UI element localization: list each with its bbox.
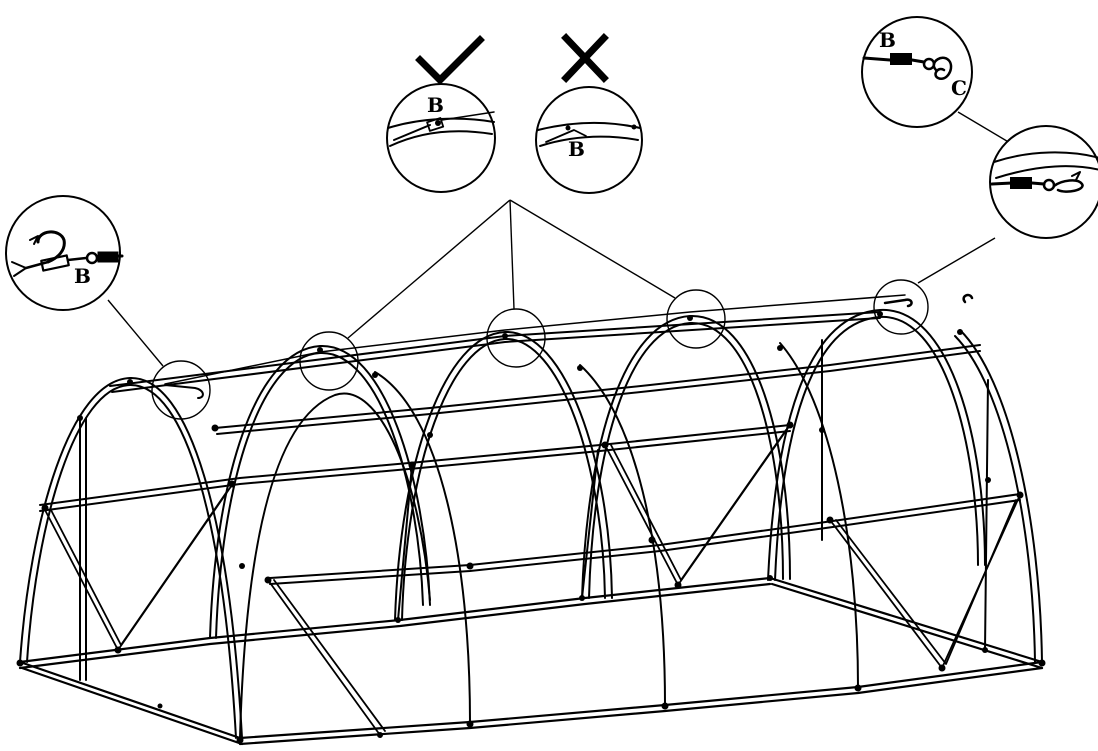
arch-5-near — [779, 342, 859, 688]
tension-cable — [164, 294, 906, 385]
cross-mark-icon — [561, 33, 609, 83]
cable-label-rear: B — [879, 28, 896, 52]
detail-callout-rear-clip: B C — [861, 16, 973, 128]
arch-1-front — [19, 376, 243, 739]
highlight-rings — [151, 279, 929, 420]
purlins — [39, 311, 1021, 585]
base-rail-near — [238, 660, 1044, 740]
ridge-purlin — [109, 311, 881, 387]
upright-posts — [79, 339, 989, 681]
detail-callout-front-anchor: B — [5, 195, 124, 311]
clip-label: C — [951, 76, 967, 100]
cable-label-front: B — [74, 264, 91, 288]
check-mark-icon — [415, 35, 485, 85]
detail-callout-correct: B — [386, 35, 496, 193]
joint-connectors — [16, 311, 1046, 744]
mid-side-purlin-near — [269, 493, 1021, 579]
cable-label-incorrect: B — [568, 137, 585, 161]
arch-6-near — [959, 329, 1043, 663]
highlight-ring-arch-2 — [299, 331, 359, 391]
highlight-ring-rear-anchor — [873, 279, 929, 335]
arch-3-near — [374, 371, 471, 723]
arch-hoops — [19, 308, 1043, 739]
highlight-ring-arch-4 — [666, 289, 726, 349]
arch-2 — [209, 344, 431, 639]
arch-5-rear — [767, 308, 986, 581]
arch-4-near — [579, 364, 666, 706]
highlight-ring-arch-3 — [486, 308, 546, 368]
highlight-ring-front-anchor — [151, 360, 211, 420]
arch-2-front-near — [239, 392, 431, 739]
detail-callout-rear-attachment — [989, 125, 1098, 239]
upper-side-purlin-left — [39, 424, 791, 506]
detail-callout-incorrect: B — [535, 33, 643, 194]
upper-side-purlin-near — [214, 344, 981, 429]
base-rails — [18, 576, 1044, 746]
base-rail-front-end — [18, 660, 242, 740]
loose-clip — [962, 293, 974, 304]
cable-label-correct: B — [427, 93, 444, 117]
greenhouse-frame — [16, 293, 1046, 746]
diagonal-braces — [44, 424, 1021, 736]
clip-c-icon — [932, 56, 953, 81]
